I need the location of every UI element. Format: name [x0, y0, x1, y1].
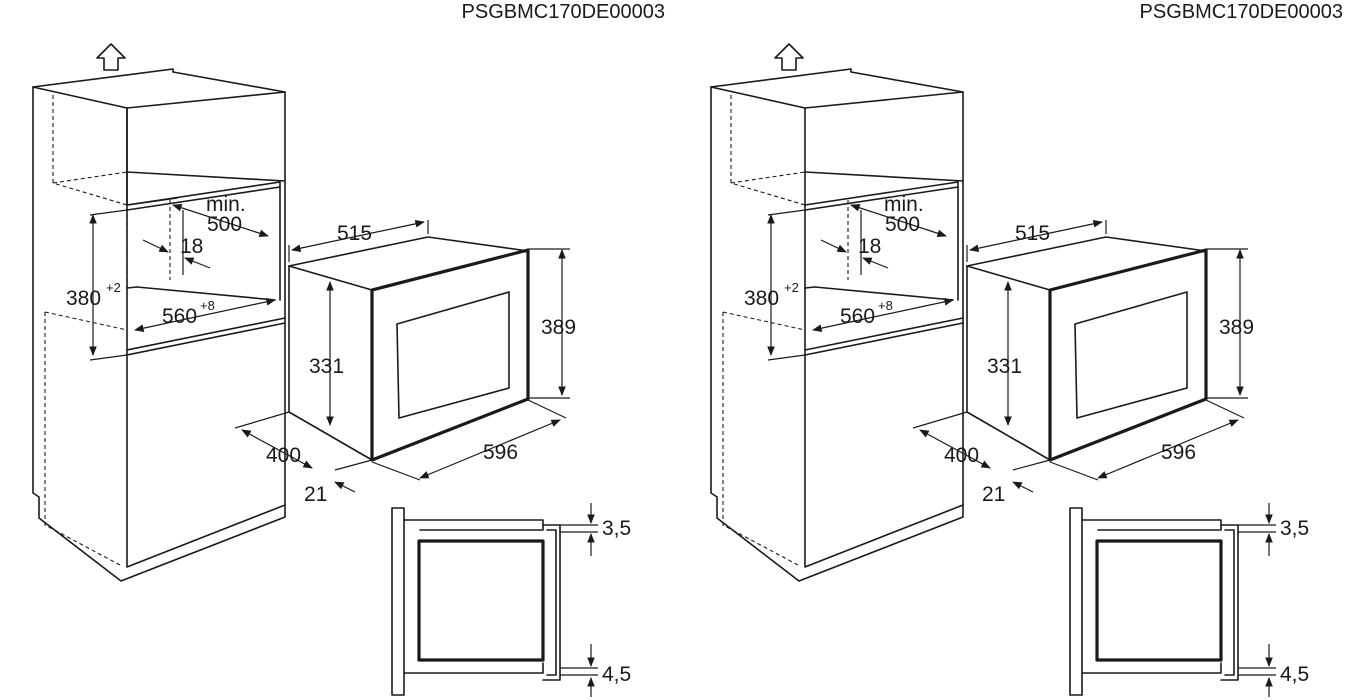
section-detail [1069, 503, 1276, 697]
device-width-value: 596 [483, 441, 518, 464]
min-label: min. [206, 193, 246, 216]
device-front-height-value: 389 [1219, 316, 1254, 339]
depth-min-value: 500 [885, 213, 920, 236]
niche-dimensions [89, 204, 276, 361]
device-height-value: 331 [987, 355, 1022, 378]
microwave-device [288, 236, 530, 462]
gap-value: 18 [858, 235, 881, 258]
section-detail [391, 503, 598, 697]
height-value: 380 [66, 287, 101, 310]
height-tolerance: +2 [106, 280, 121, 295]
min-label: min. [884, 193, 924, 216]
tall-cabinet [32, 68, 286, 582]
gap-value: 18 [180, 235, 203, 258]
top-gap-value: 3,5 [1280, 517, 1309, 540]
device-dimensions [912, 220, 1248, 493]
panel-depth-value: 400 [266, 444, 301, 467]
device-dimensions [234, 220, 570, 493]
bottom-gap-value: 4,5 [602, 663, 631, 686]
height-tolerance: +2 [784, 280, 799, 295]
device-height-value: 331 [309, 355, 344, 378]
microwave-device [966, 236, 1208, 462]
height-value: 380 [744, 287, 779, 310]
width-tolerance: +8 [200, 298, 215, 313]
drawing-code: PSGBMC170DE00003 [462, 1, 665, 23]
drawing-right: PSGBMC170DE00003 [710, 1, 1343, 697]
width-value: 560 [162, 305, 197, 328]
device-front-height-value: 389 [541, 316, 576, 339]
depth-min-value: 500 [207, 213, 242, 236]
drawing-left: PSGBMC170DE00003 [32, 1, 665, 697]
device-width-value: 596 [1161, 441, 1196, 464]
panel-depth-value: 400 [944, 444, 979, 467]
front-thickness-value: 21 [304, 483, 327, 506]
top-gap-value: 3,5 [602, 517, 631, 540]
drawing-code: PSGBMC170DE00003 [1140, 1, 1343, 23]
width-value: 560 [840, 305, 875, 328]
device-depth-value: 515 [337, 222, 372, 245]
niche-dimensions [767, 204, 954, 361]
up-arrow-icon [96, 43, 126, 71]
bottom-gap-value: 4,5 [1280, 663, 1309, 686]
device-depth-value: 515 [1015, 222, 1050, 245]
width-tolerance: +8 [878, 298, 893, 313]
front-thickness-value: 21 [982, 483, 1005, 506]
up-arrow-icon [774, 43, 804, 71]
